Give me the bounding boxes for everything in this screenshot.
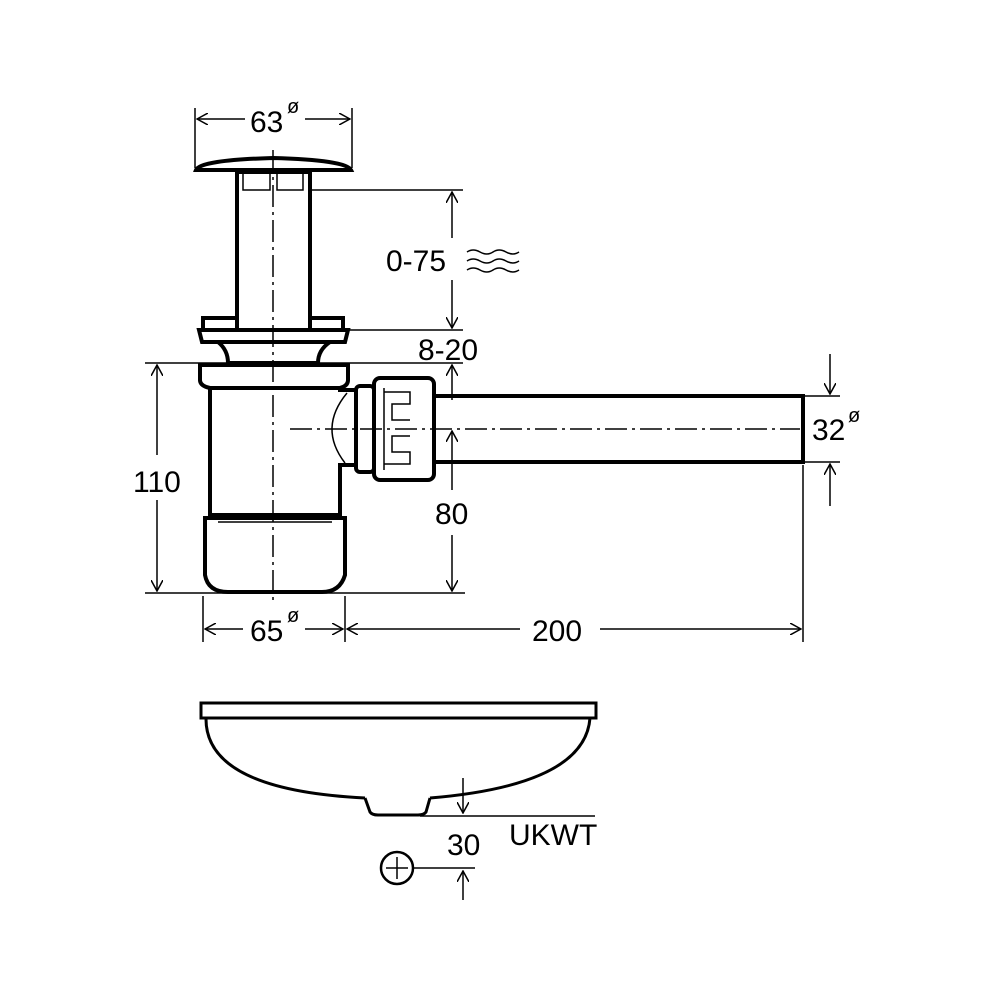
water-level-icon bbox=[466, 249, 520, 273]
dim-cap-diameter: 63 bbox=[250, 106, 283, 139]
diameter-symbol: ø bbox=[287, 96, 299, 118]
dim-body-height: 110 bbox=[133, 466, 181, 499]
dim-outlet-diameter: 32 bbox=[812, 414, 845, 447]
wash-basin bbox=[199, 701, 598, 817]
dim-body-diameter: 65 bbox=[250, 615, 283, 648]
dim-stroke-range: 0-75 bbox=[386, 245, 446, 278]
diameter-symbol: ø bbox=[848, 405, 860, 427]
reference-point-icon bbox=[379, 850, 415, 886]
extension-lines bbox=[145, 108, 840, 642]
dim-outlet-length: 200 bbox=[532, 615, 582, 648]
dim-wall-thickness: 8-20 bbox=[418, 334, 478, 367]
dim-outlet-height: 80 bbox=[435, 498, 468, 531]
siphon-body bbox=[198, 363, 360, 594]
lock-nut bbox=[196, 316, 351, 365]
diameter-symbol: ø bbox=[287, 605, 299, 627]
dim-basin-clearance: 30 bbox=[447, 829, 480, 862]
basin-label-ukwt: UKWT bbox=[509, 819, 597, 852]
